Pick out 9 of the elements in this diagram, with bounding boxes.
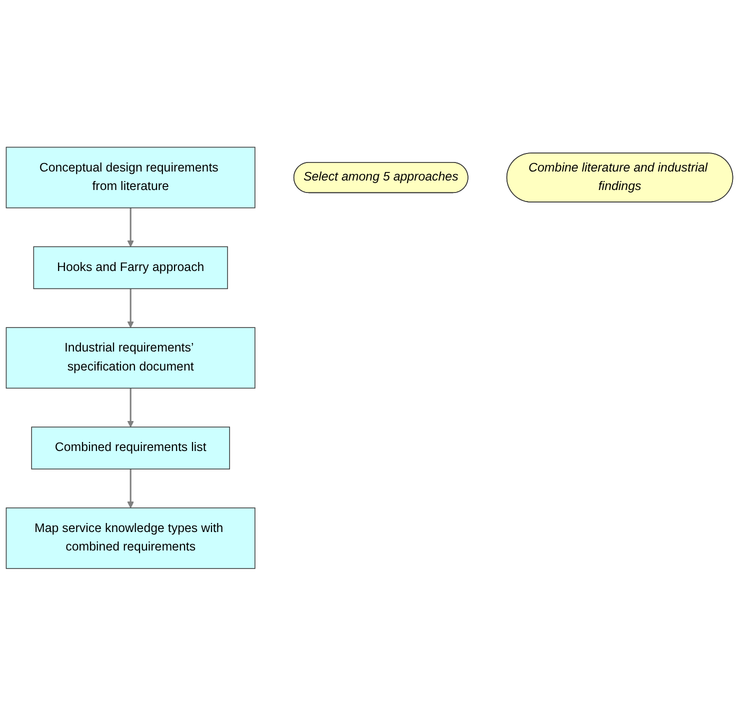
arrow (127, 288, 134, 328)
node-box: Hooks and Farry approach (33, 246, 228, 290)
node-box: Conceptual design requirements from literature (6, 146, 256, 208)
node-box: Industrial requirements’ specification document (6, 327, 256, 389)
node-box: Combined requirements list (31, 426, 230, 470)
arrow (127, 469, 134, 508)
arrow (127, 388, 134, 428)
arrow (127, 208, 134, 248)
node-box: Map service knowledge types with combined requirements (6, 508, 256, 570)
